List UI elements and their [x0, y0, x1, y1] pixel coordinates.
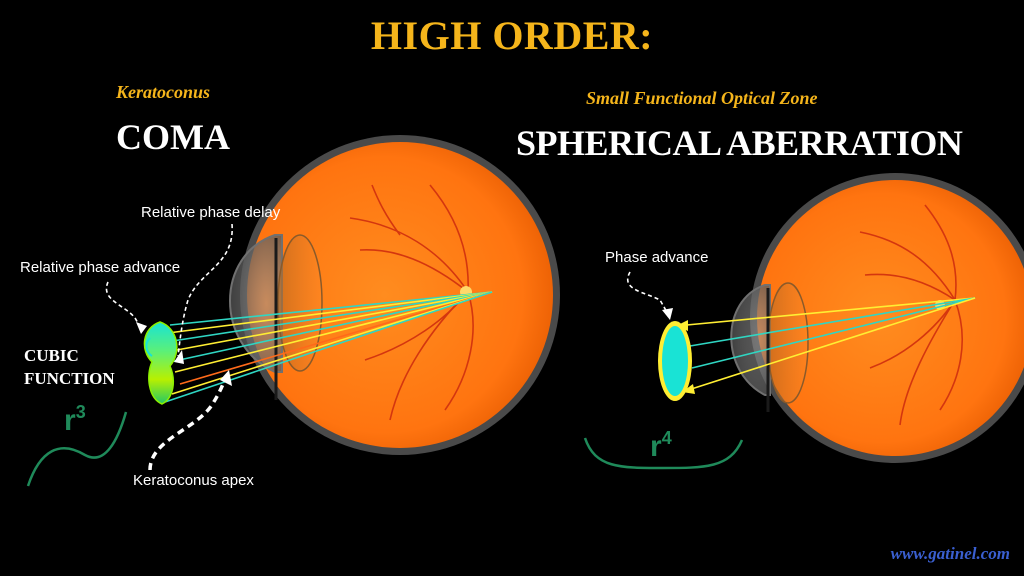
coma-wavefront	[143, 321, 178, 405]
quartic-curve	[583, 437, 744, 470]
arrowhead	[220, 370, 232, 386]
cubic-function-label: CUBIC FUNCTION	[24, 344, 115, 390]
right-eye	[730, 173, 1024, 463]
left-heading: COMA	[116, 117, 230, 157]
right-rays	[675, 297, 976, 393]
left-eye-globe	[247, 142, 553, 448]
arrowhead	[662, 308, 673, 320]
left-retina-vessels	[349, 184, 474, 421]
arrow-phase-delay	[177, 223, 233, 357]
r4-formula: r4	[650, 428, 672, 463]
left-ray	[179, 291, 493, 385]
right-subtitle: Small Functional Optical Zone	[586, 88, 818, 108]
label-relative-phase-delay: Relative phase delay	[141, 204, 281, 221]
website-link[interactable]: www.gatinel.com	[890, 544, 1010, 563]
left-ray	[167, 291, 493, 334]
right-crystalline-lens	[767, 282, 809, 404]
right-ray	[689, 297, 976, 347]
left-ray	[165, 291, 493, 353]
arrowhead	[174, 350, 184, 364]
label-keratoconus-apex: Keratoconus apex	[133, 472, 254, 489]
left-annotation-arrows	[105, 223, 233, 357]
right-ray	[675, 297, 976, 327]
right-cornea	[730, 284, 771, 396]
spherical-wavefront	[658, 321, 692, 401]
arrow-phase-advance-right	[627, 271, 669, 315]
left-ray	[174, 291, 493, 373]
left-eye	[229, 135, 560, 455]
cubic-curve	[26, 411, 128, 487]
left-ray	[164, 291, 493, 403]
left-ray	[169, 291, 493, 326]
arrowhead	[136, 322, 147, 334]
right-ray	[681, 297, 976, 393]
label-phase-advance: Phase advance	[605, 249, 709, 266]
left-ray	[165, 291, 493, 343]
right-retina-vessels	[859, 204, 963, 426]
cubic-label-line2: FUNCTION	[24, 369, 115, 388]
right-ray	[691, 297, 976, 369]
main-title: HIGH ORDER:	[370, 13, 654, 58]
left-subtitle: Keratoconus	[116, 82, 211, 102]
left-ray	[169, 291, 493, 363]
cubic-label-line1: CUBIC	[24, 346, 79, 365]
right-heading: SPHERICAL ABERRATION	[516, 123, 963, 163]
r3-formula: r3	[64, 402, 86, 437]
right-eye-globe	[757, 180, 1024, 456]
arrow-keratoconus-apex	[148, 375, 228, 471]
label-relative-phase-advance: Relative phase advance	[20, 259, 181, 276]
